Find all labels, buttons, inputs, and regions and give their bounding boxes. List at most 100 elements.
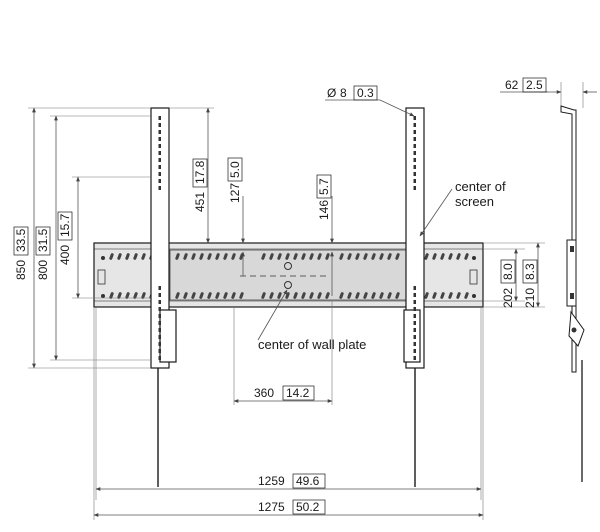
arm-hole bbox=[158, 342, 161, 346]
plate-slot bbox=[464, 292, 469, 299]
arm-hole bbox=[413, 137, 416, 141]
plate-slot bbox=[347, 253, 352, 260]
svg-text:400: 400 bbox=[58, 245, 72, 265]
plate-slot bbox=[347, 292, 352, 299]
plate-slot bbox=[215, 253, 220, 260]
plate-slot bbox=[117, 253, 122, 260]
arm-hole bbox=[158, 328, 161, 332]
plate-slot bbox=[277, 253, 282, 260]
wall-plate-slots bbox=[109, 253, 469, 299]
plate-slot bbox=[339, 292, 344, 299]
arm-hole bbox=[413, 286, 416, 290]
plate-slot bbox=[133, 253, 138, 260]
arm-hole bbox=[158, 356, 161, 360]
svg-text:0.3: 0.3 bbox=[357, 86, 374, 100]
plate-slot bbox=[239, 292, 244, 299]
plate-slot bbox=[456, 253, 461, 260]
plate-slot bbox=[317, 292, 322, 299]
arm-hole bbox=[413, 314, 416, 318]
svg-text:8.0: 8.0 bbox=[501, 263, 515, 280]
plate-slot bbox=[117, 292, 122, 299]
arm-hole bbox=[413, 123, 416, 127]
arm-hole bbox=[413, 307, 416, 311]
arm-hole bbox=[413, 186, 416, 190]
arm-hole bbox=[158, 130, 161, 134]
arm-hole bbox=[158, 137, 161, 141]
svg-text:Ø: Ø bbox=[327, 86, 336, 100]
plate-slot bbox=[456, 292, 461, 299]
svg-text:127: 127 bbox=[228, 183, 242, 203]
arm-hole bbox=[158, 286, 161, 290]
arm-hole bbox=[158, 335, 161, 339]
side-profile-latch bbox=[568, 310, 585, 347]
plate-slot bbox=[387, 253, 392, 260]
plate-slot bbox=[309, 292, 314, 299]
plate-slot bbox=[317, 253, 322, 260]
arm-hole bbox=[158, 151, 161, 155]
svg-text:800: 800 bbox=[36, 260, 50, 280]
plate-slot bbox=[133, 292, 138, 299]
left-arm-holes bbox=[158, 116, 161, 360]
arm-hole bbox=[158, 165, 161, 169]
label-hole-diameter: Ø 8 0.3 bbox=[327, 85, 378, 101]
svg-text:15.7: 15.7 bbox=[58, 213, 72, 237]
plate-slot bbox=[448, 253, 453, 260]
left-screen-arm bbox=[150, 107, 177, 487]
right-arm-holes bbox=[413, 116, 416, 360]
plate-slot bbox=[387, 292, 392, 299]
arm-hole bbox=[413, 293, 416, 297]
svg-text:62: 62 bbox=[505, 78, 519, 92]
arm-hole bbox=[413, 130, 416, 134]
arm-hole bbox=[413, 342, 416, 346]
top-dimensions bbox=[169, 107, 334, 296]
arm-hole bbox=[413, 144, 416, 148]
side-profile-plate bbox=[566, 239, 577, 307]
plate-slot bbox=[109, 253, 114, 260]
arm-hole bbox=[158, 123, 161, 127]
plate-slot bbox=[301, 253, 306, 260]
side-profile-view bbox=[500, 82, 597, 482]
plate-slot bbox=[432, 253, 437, 260]
plate-slot bbox=[199, 253, 204, 260]
arm-hole bbox=[413, 179, 416, 183]
arm-hole bbox=[413, 335, 416, 339]
plate-slot bbox=[183, 292, 188, 299]
label-850: 850 33.5 bbox=[13, 226, 29, 280]
plate-slot bbox=[141, 253, 146, 260]
plate-slot bbox=[363, 292, 368, 299]
plate-slot bbox=[325, 253, 330, 260]
arm-hole bbox=[413, 151, 416, 155]
plate-slot bbox=[371, 292, 376, 299]
plate-slot bbox=[223, 292, 228, 299]
arm-hole bbox=[158, 307, 161, 311]
arm-hole bbox=[158, 144, 161, 148]
label-center-of-wall-plate: center of wall plate bbox=[258, 337, 366, 352]
plate-slot bbox=[293, 292, 298, 299]
plate-slot bbox=[395, 292, 400, 299]
plate-slot bbox=[325, 292, 330, 299]
plate-slot bbox=[231, 253, 236, 260]
plate-slot bbox=[448, 292, 453, 299]
plate-height-dimensions bbox=[483, 242, 545, 308]
svg-text:50.2: 50.2 bbox=[296, 500, 320, 514]
plate-slot bbox=[432, 292, 437, 299]
svg-text:202: 202 bbox=[501, 288, 515, 308]
plate-slot bbox=[301, 292, 306, 299]
plate-slot bbox=[424, 253, 429, 260]
arm-hole bbox=[413, 165, 416, 169]
plate-slot bbox=[207, 253, 212, 260]
plate-slot bbox=[191, 253, 196, 260]
plate-slot bbox=[440, 253, 445, 260]
svg-text:33.5: 33.5 bbox=[14, 228, 28, 252]
svg-text:360: 360 bbox=[254, 386, 274, 400]
plate-slot bbox=[183, 253, 188, 260]
plate-slot bbox=[379, 253, 384, 260]
arm-hole bbox=[158, 321, 161, 325]
svg-text:14.2: 14.2 bbox=[286, 386, 310, 400]
plate-slot bbox=[277, 292, 282, 299]
arm-hole bbox=[413, 158, 416, 162]
plate-slot bbox=[440, 292, 445, 299]
arm-hole bbox=[158, 186, 161, 190]
plate-slot bbox=[355, 253, 360, 260]
